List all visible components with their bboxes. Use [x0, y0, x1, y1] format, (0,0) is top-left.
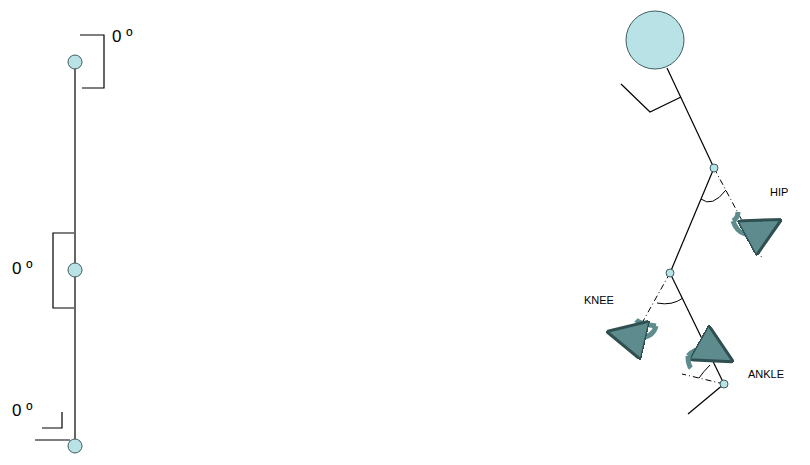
joint-label: KNEE [584, 294, 614, 306]
joint-label: HIP [770, 186, 788, 198]
neutral-figure [35, 35, 104, 453]
joint-label: ANKLE [748, 368, 784, 380]
angle-label: 0 º [12, 260, 32, 279]
flexed-figure [621, 11, 764, 414]
angle-label: 0 º [12, 402, 32, 421]
angle-label: 0 º [112, 28, 132, 47]
